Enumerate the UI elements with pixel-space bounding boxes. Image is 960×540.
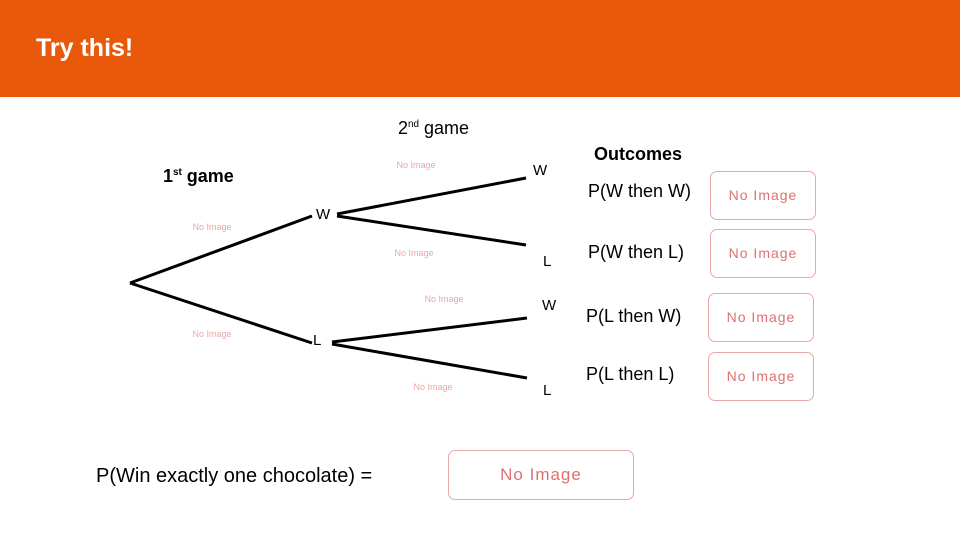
branch-w-w [336,176,527,216]
branch-first-l [129,281,313,345]
title-bar: Try this! [0,0,960,97]
probability-placeholder-l-w: No Image [424,294,464,304]
outcome-image-wl: No Image [710,229,816,278]
outcome-label-ll: P(L then L) [586,364,675,384]
answer-image: No Image [448,450,634,500]
first-branch-label-w: W [316,206,331,223]
slide-title: Try this! [36,34,134,62]
outcome-label-ww: P(W then W) [588,181,692,201]
outcome-image-ww: No Image [710,171,816,220]
outcome-label-wl: P(W then L) [588,242,685,262]
second-game-word: game [419,118,470,138]
probability-placeholder-l-l: No Image [413,382,453,392]
first-branch-label-l: L [313,332,322,349]
probability-placeholder-w-l: No Image [394,248,434,258]
second-game-number: 2 [398,118,409,138]
second-game-heading: 2nd game [398,118,469,139]
outcomes-heading: Outcomes [594,144,683,164]
branch-first-w [129,214,313,285]
outcome-image-ll: No Image [708,352,814,401]
first-game-suffix-sup: st [173,167,182,178]
branch-l-w [331,316,528,344]
branch-l-l [331,342,528,380]
probability-placeholder-first-l: No Image [192,329,232,339]
first-game-heading: 1st game [163,166,234,187]
branch-w-l [336,214,527,247]
outcome-image-lw: No Image [708,293,814,342]
second-branch-label-l-w: W [542,297,557,314]
second-game-suffix-sup: nd [408,119,419,130]
probability-placeholder-first-w: No Image [192,222,232,232]
probability-placeholder-w: No Image [396,160,436,170]
second-branch-label-l-l: L [543,382,552,399]
second-branch-label-w-l: L [543,253,552,270]
first-game-word: game [181,166,234,186]
first-game-number: 1 [163,166,174,186]
second-branch-label-w-w: W [533,162,548,179]
question-text: P(Win exactly one chocolate) = [96,465,373,487]
outcome-label-lw: P(L then W) [586,306,682,326]
